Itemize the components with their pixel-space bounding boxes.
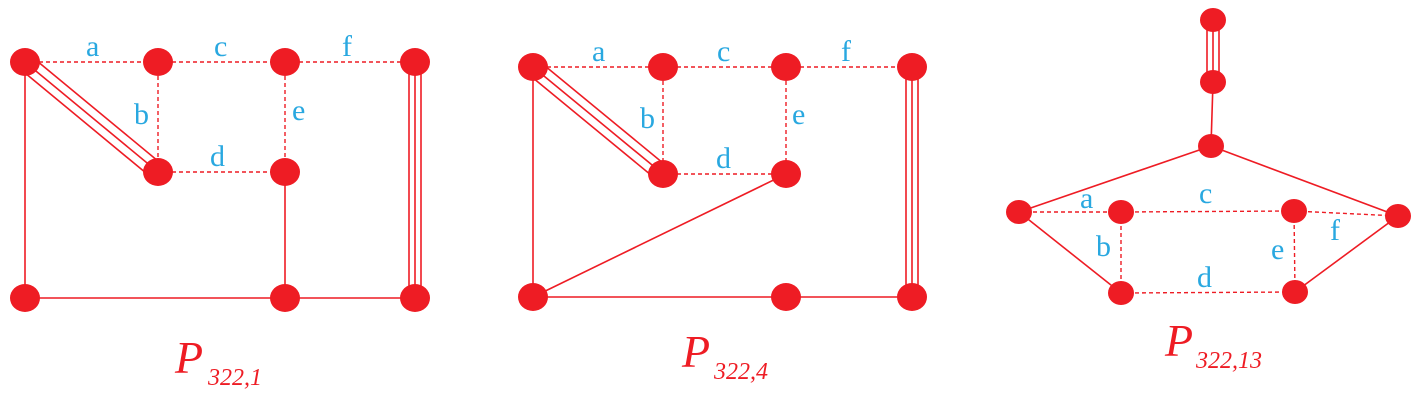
edge-label-e: e [292,94,305,127]
node [771,160,801,188]
edge-label-c: c [717,35,730,68]
node [1200,8,1226,32]
node [143,48,173,76]
node [400,284,430,312]
triple-edge-vertical [905,67,919,297]
edge-d [1120,291,1296,294]
edge-label-f: f [342,30,352,63]
edge-label-f: f [1330,214,1340,247]
triple-edge-diagonal [526,60,670,181]
edge-lower-right [1294,215,1399,293]
edge-label-b: b [1096,230,1111,263]
edge-roof-right [1210,145,1399,217]
edge-roof-left [1018,145,1212,213]
caption-subscript: 322,4 [713,359,768,385]
edge-label-b: b [640,102,655,135]
edge-label-d: d [210,140,225,173]
node [648,160,678,188]
node [10,48,40,76]
edge-label-d: d [716,142,731,175]
caption-subscript: 322,1 [207,365,262,391]
node [518,283,548,311]
node [400,48,430,76]
node [897,283,927,311]
node [1006,200,1032,224]
caption-main: P [681,326,710,377]
graph-caption: P 322,4 [681,326,768,385]
graph-caption: P 322,1 [174,332,262,391]
edge-label-c: c [1199,177,1212,210]
node [1198,134,1224,158]
edge-e [1293,210,1296,293]
edge-label-a: a [86,30,99,63]
edge-label-d: d [1197,261,1212,294]
edge-label-e: e [792,98,805,131]
edge-label-f: f [841,35,851,68]
edge-label-a: a [1080,182,1093,215]
caption-main: P [1164,315,1193,366]
node [1385,204,1411,228]
caption-main: P [174,332,203,383]
edge-f [1293,210,1399,217]
edge-label-b: b [134,98,149,131]
edge-label-c: c [214,30,227,63]
node [518,53,548,81]
node [1108,281,1134,305]
triple-edge-diagonal [18,55,165,179]
graph-caption: P 322,13 [1164,315,1262,374]
edge-lower-left [1018,211,1122,294]
node [897,53,927,81]
node [648,53,678,81]
node [10,284,40,312]
node [1108,200,1134,224]
edge-c [1120,210,1295,213]
edge-label-e: e [1271,233,1284,266]
edge-label-a: a [592,35,605,68]
triple-edge-vertical [408,62,422,298]
node [1281,199,1307,223]
caption-subscript: 322,13 [1195,348,1262,374]
node [270,158,300,186]
node [1282,280,1308,304]
graph-p322-4: a b c d e f P 322,4 [518,35,927,385]
node [270,284,300,312]
node [771,283,801,311]
node [143,158,173,186]
node [771,53,801,81]
node [270,48,300,76]
graph-p322-13: a b c d e f P 322,13 [1006,8,1411,374]
node [1200,70,1226,94]
graph-p322-1: a b c d e f P 322,1 [10,30,430,391]
edge-cross-diagonal [532,173,787,298]
